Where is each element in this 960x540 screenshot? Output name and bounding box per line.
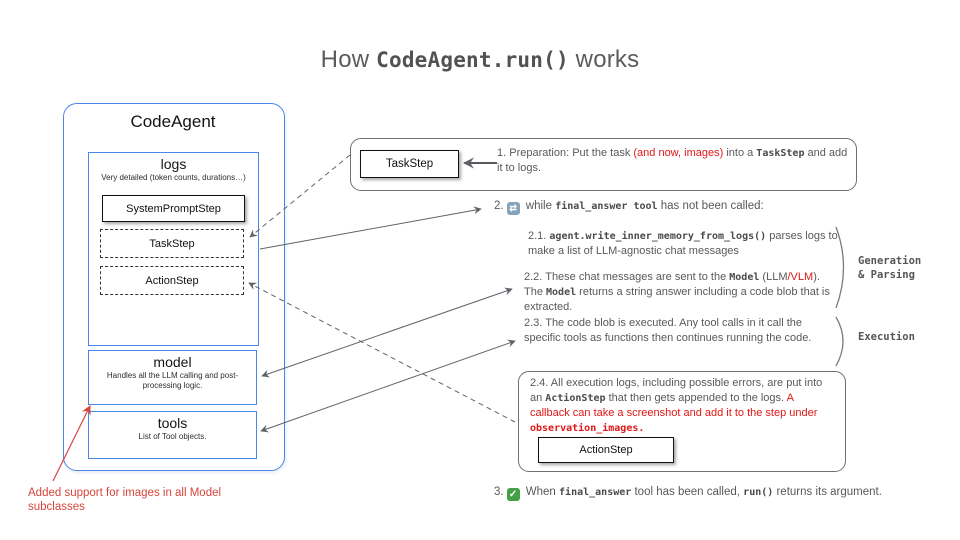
task-step-chip-step1: TaskStep (360, 150, 459, 178)
step24-t2: that then gets appended to the logs. (605, 392, 787, 404)
step24-text: 2.4. All execution logs, including possi… (530, 376, 834, 436)
generation-label-line2: & Parsing (858, 269, 915, 281)
step24-code1: ActionStep (545, 393, 606, 404)
step21-code: agent.write_inner_memory_from_logs() (549, 231, 767, 242)
logs-subtitle: Very detailed (token counts, durations…) (101, 173, 246, 182)
execution-label: Execution (858, 331, 915, 343)
step22-t2: (LLM (759, 271, 788, 283)
page-title: How CodeAgent.run() works (0, 46, 960, 74)
step3-num: 3. (494, 486, 504, 498)
step2-t2: has not been called: (657, 200, 764, 212)
arrow-model-step22 (261, 287, 513, 378)
tools-subtitle: List of Tool objects. (138, 432, 207, 441)
step24-red-code: observation_images. (530, 423, 645, 434)
images-support-annotation: Added support for images in all Model su… (28, 487, 222, 513)
title-post: works (568, 46, 640, 73)
step24-box (518, 371, 846, 472)
step3-t2: tool has been called, (631, 486, 744, 498)
tools-box: tools List of Tool objects. (88, 411, 257, 459)
model-title: model (153, 354, 192, 370)
step23-num: 2.3. (524, 317, 546, 329)
step21-t1: parses logs to make a list of LLM-agnost… (528, 230, 838, 257)
step22-code1: Model (729, 272, 760, 283)
step23-t1: The code blob is executed. Any tool call… (524, 317, 812, 344)
step22-t4: returns a string answer including a code… (524, 286, 830, 313)
generation-label-line1: Generation (858, 255, 922, 267)
logs-title: logs (160, 156, 187, 172)
generation-parsing-label: Generation & Parsing (858, 254, 921, 282)
step1-red: (and now, images) (633, 147, 724, 159)
model-box: model Handles all the LLM calling and po… (88, 350, 257, 405)
action-step-chip-step24: ActionStep (538, 437, 674, 463)
step24-num: 2.4. (530, 377, 551, 389)
title-pre: How (320, 46, 377, 73)
tools-title: tools (157, 415, 188, 431)
arrow-logs-to-step2 (259, 206, 482, 250)
step22-num: 2.2. (524, 271, 546, 283)
step22-t1: These chat messages are sent to the (545, 271, 730, 283)
step1-num: 1. (497, 147, 507, 159)
title-code: CodeAgent.run() (376, 48, 569, 72)
arrow-step24-to-logs-actionstep (248, 282, 516, 423)
step1-t1: Preparation: Put the task (506, 147, 634, 159)
step3-code1: final_answer (559, 487, 632, 498)
step3-line: 3.✓ When final_answer tool has been call… (494, 486, 934, 501)
check-icon: ✓ (506, 488, 520, 501)
step1-t2: into a (723, 147, 757, 159)
step22-t3: ). The (524, 271, 820, 298)
step2-line: 2.⇄ while final_answer tool has not been… (494, 200, 914, 215)
arrow-tools-step23 (260, 339, 516, 433)
step1-text: 1. Preparation: Put the task (and now, i… (497, 146, 853, 176)
task-step-chip-logs: TaskStep (100, 229, 244, 258)
action-step-chip-logs: ActionStep (100, 266, 244, 295)
step3-t3: returns its argument. (773, 486, 882, 498)
system-prompt-step-chip: SystemPromptStep (102, 195, 245, 222)
step22-red: /VLM (787, 271, 814, 283)
step3-code2: run() (743, 487, 774, 498)
model-subtitle: Handles all the LLM calling and post-pro… (106, 371, 239, 390)
step2-code: final_answer tool (555, 201, 658, 212)
step1-t3: and add it to logs. (497, 147, 848, 174)
step2-t1: while (522, 200, 556, 212)
step21-num: 2.1. (528, 230, 550, 242)
step22-code2: Model (546, 287, 577, 298)
step24-red1: A callback can take a screenshot and add… (530, 392, 818, 419)
step3-t1: When (522, 486, 560, 498)
step1-code: TaskStep (756, 148, 805, 159)
step24-t1: All execution logs, including possible e… (530, 377, 823, 404)
step23-text: 2.3. The code blob is executed. Any tool… (524, 316, 840, 346)
step21-text: 2.1. agent.write_inner_memory_from_logs(… (528, 229, 840, 259)
loop-icon: ⇄ (506, 202, 520, 215)
step22-text: 2.2. These chat messages are sent to the… (524, 270, 836, 315)
step2-num: 2. (494, 200, 504, 212)
codeagent-title: CodeAgent (130, 112, 216, 131)
